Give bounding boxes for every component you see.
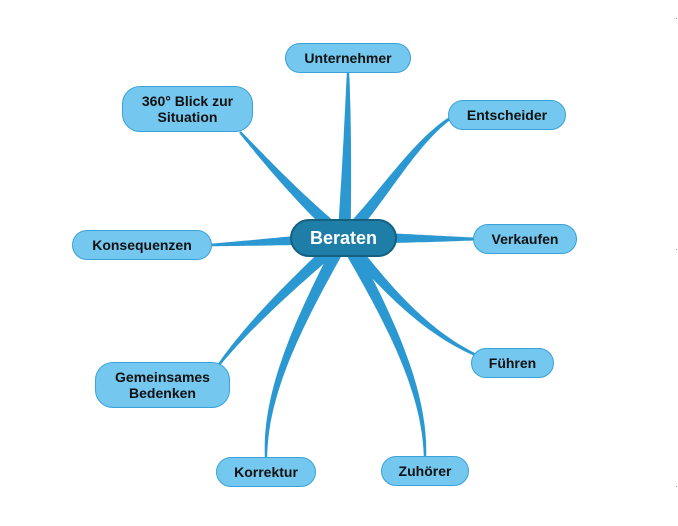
branch-label: Unternehmer — [304, 50, 392, 66]
branch-node-360-blick[interactable]: 360° Blick zur Situation — [122, 86, 253, 132]
branch-label: Zuhörer — [398, 463, 452, 479]
branch-node-unternehmer[interactable]: Unternehmer — [285, 43, 411, 73]
connector-entscheider — [339, 114, 456, 243]
branch-label: Korrektur — [234, 464, 298, 480]
root-node-label: Beraten — [309, 228, 378, 248]
branch-node-konsequenzen[interactable]: Konsequenzen — [72, 230, 212, 260]
branch-label: Verkaufen — [491, 231, 559, 247]
branch-node-verkaufen[interactable]: Verkaufen — [473, 224, 577, 254]
branch-node-gemeinsames-bedenken[interactable]: Gemeinsames Bedenken — [95, 362, 230, 408]
branch-node-zuhoerer[interactable]: Zuhörer — [381, 456, 469, 486]
branch-label: Konsequenzen — [92, 237, 192, 253]
branch-node-fuehren[interactable]: Führen — [471, 348, 554, 378]
connector-gemeinsames-bedenken — [217, 233, 349, 367]
stray-dot — [676, 18, 677, 19]
branch-label: Entscheider — [466, 107, 548, 123]
connector-360-blick — [239, 131, 349, 243]
branch-node-korrektur[interactable]: Korrektur — [216, 457, 316, 487]
branch-node-entscheider[interactable]: Entscheider — [448, 100, 566, 130]
stray-dot — [676, 486, 677, 487]
connector-zuhoerer — [338, 234, 427, 457]
connector-unternehmer — [337, 73, 352, 239]
branch-label: Gemeinsames Bedenken — [115, 369, 210, 401]
stray-dot — [676, 249, 677, 250]
branch-label: Führen — [488, 355, 537, 371]
branch-label: 360° Blick zur Situation — [141, 93, 234, 125]
root-node-beraten[interactable]: Beraten — [290, 219, 397, 257]
